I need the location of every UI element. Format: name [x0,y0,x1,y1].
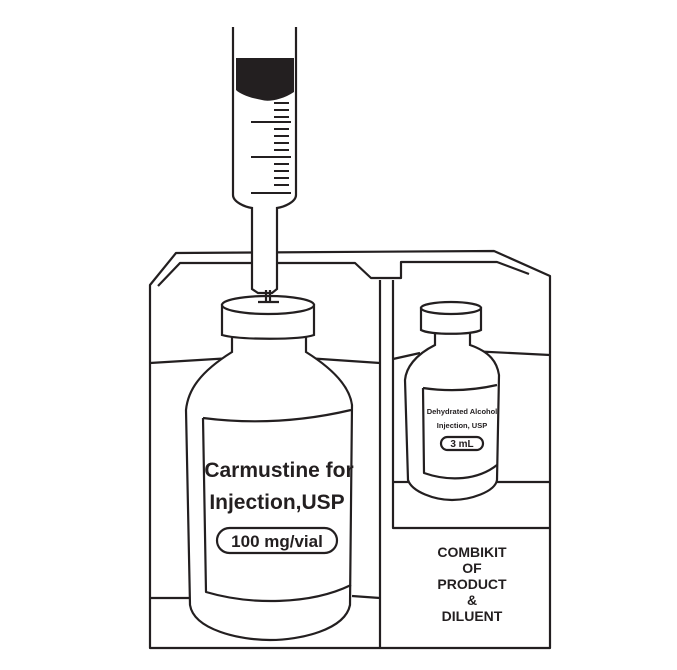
diluent-label-line2: Injection, USP [437,421,487,430]
caption-line-4: & [467,592,477,608]
strength-badge [215,526,339,555]
product-label-line2: Injection,USP [209,491,344,514]
product-label-line1: Carmustine for [204,459,353,482]
syringe-graduations [251,102,291,194]
product-strength: 100 mg/vial [231,532,323,551]
diluent-vial: Dehydrated Alcohol Injection, USP 3 mL [392,300,551,502]
caption-line-5: DILUENT [442,608,503,624]
product-vial: Carmustine for Injection,USP 100 mg/vial [149,294,381,642]
diluent-label-line1: Dehydrated Alcohol [427,407,498,416]
syringe [231,27,298,304]
caption-line-1: COMBIKIT [437,544,507,560]
kit-tray [148,249,552,650]
caption-line-3: PRODUCT [437,576,507,592]
diluent-volume: 3 mL [450,439,473,450]
kit-caption: COMBIKIT OF PRODUCT & DILUENT [437,544,507,624]
caption-line-2: OF [462,560,482,576]
syringe-fluid [236,58,294,101]
volume-badge [439,435,485,452]
